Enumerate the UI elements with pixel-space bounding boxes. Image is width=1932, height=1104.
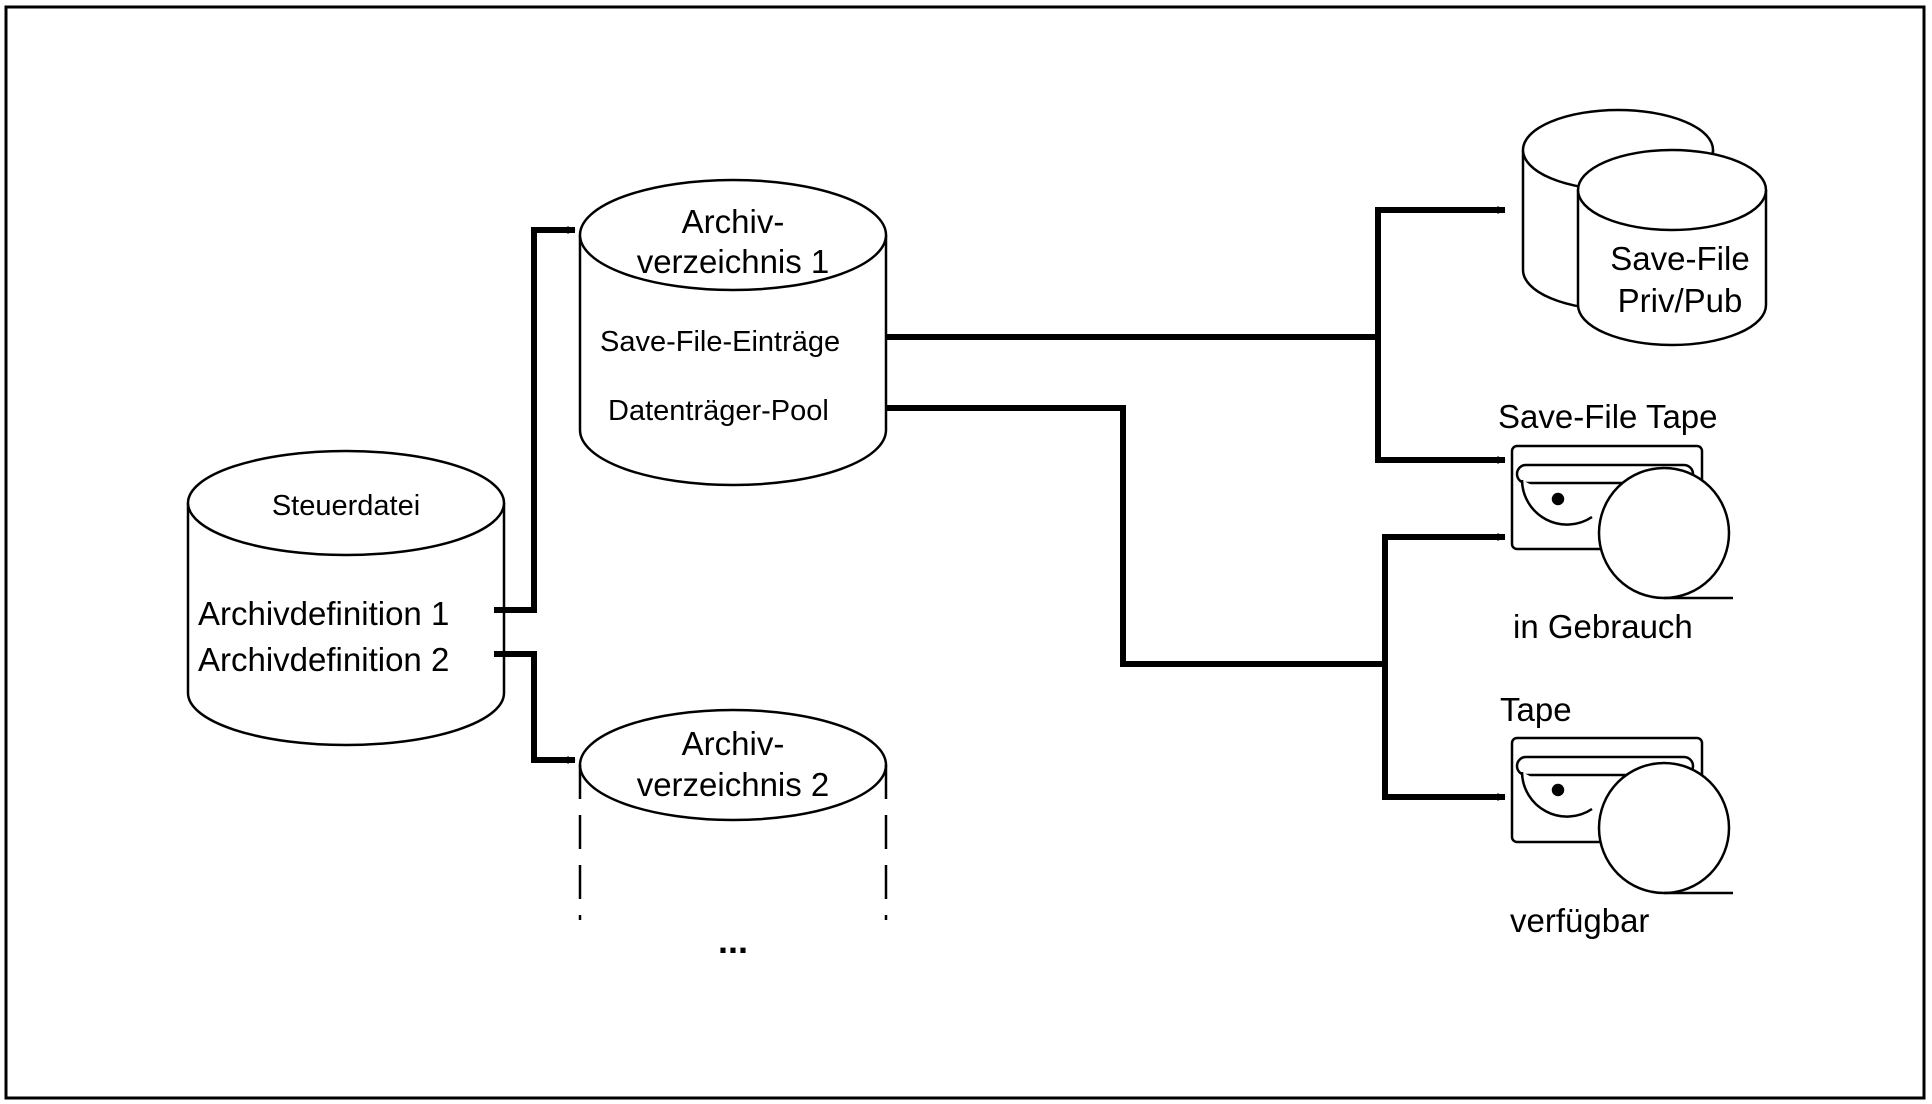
steuerdatei-cylinder-icon	[186, 449, 506, 747]
tape-available-reel-icon	[1510, 736, 1733, 895]
arrow-icon-pool-to-tape-in-use	[1382, 533, 1506, 664]
archiv-2-cylinder-icon	[578, 708, 888, 920]
diagram-frame	[4, 5, 1926, 1100]
arrow-icon-pool-to-tape-available	[1382, 664, 1506, 801]
tape-available-status: verfügbar	[1510, 902, 1649, 939]
connector-datentraeger-pool	[886, 405, 1385, 667]
tape-in-use-label: Save-File Tape	[1498, 398, 1718, 435]
archiv-1-cylinder-icon	[578, 178, 888, 487]
steuerdatei-entry-2: Archivdefinition 2	[198, 641, 449, 678]
archiv-1-entry-savefile: Save-File-Einträge	[600, 326, 840, 358]
archiv-2-ellipsis: ...	[718, 920, 748, 961]
savefile-disk-pair-icon	[1521, 108, 1768, 347]
archiv-1-title-line2: verzeichnis 1	[637, 243, 830, 280]
tape-available-label: Tape	[1500, 691, 1572, 728]
arrow-icon-to-savefile-tape	[1375, 337, 1506, 464]
steuerdatei-title: Steuerdatei	[272, 490, 420, 522]
archiv-1-entry-pool: Datenträger-Pool	[608, 395, 829, 427]
archiv-2-title-line1: Archiv-	[682, 725, 785, 762]
arrow-icon-to-savefile-disk	[1375, 206, 1506, 337]
archiv-1-title-line1: Archiv-	[682, 203, 785, 240]
steuerdatei-entry-1: Archivdefinition 1	[198, 595, 449, 632]
arrow-icon-archivdef2-to-archiv2	[494, 651, 576, 764]
archiv-2-title-line2: verzeichnis 2	[637, 766, 830, 803]
tape-in-use-status: in Gebrauch	[1513, 608, 1693, 645]
savefile-disk-line1: Save-File	[1610, 240, 1749, 277]
savefile-disk-line2: Priv/Pub	[1618, 282, 1743, 319]
tape-in-use-reel-icon	[1510, 444, 1733, 600]
arrow-icon-archivdef1-to-archiv1	[494, 226, 576, 613]
